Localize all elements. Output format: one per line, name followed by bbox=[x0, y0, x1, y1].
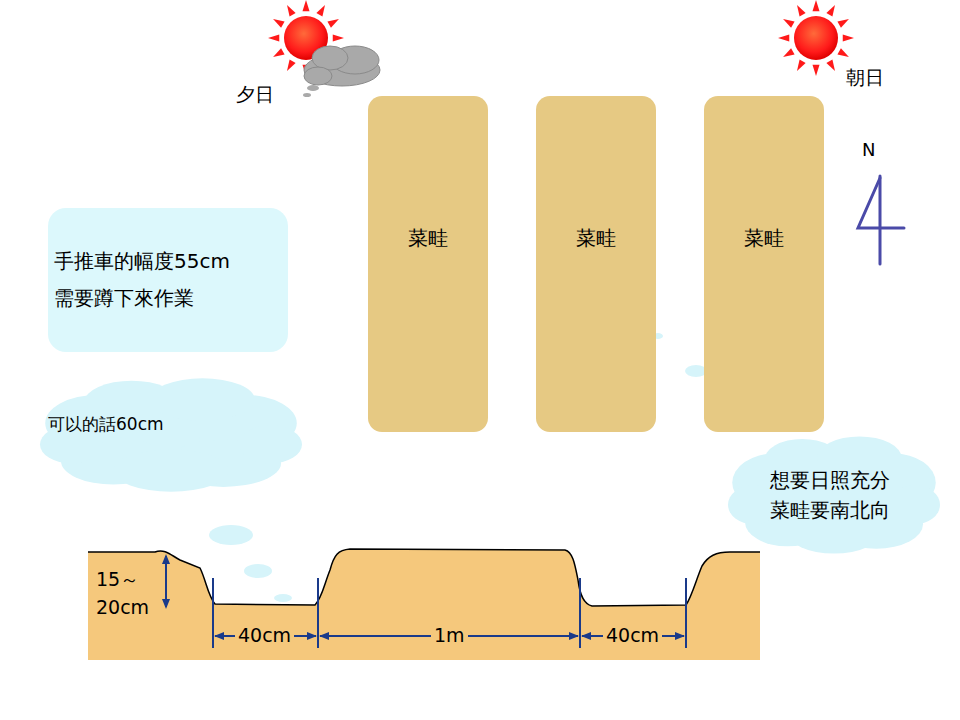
sun-ray bbox=[826, 59, 835, 70]
sun-ray bbox=[268, 34, 279, 41]
dimension-lines bbox=[166, 556, 686, 648]
north-label: N bbox=[862, 140, 875, 161]
morning-sun bbox=[778, 0, 854, 76]
note-box: 手推車的幅度55cm需要蹲下來作業 bbox=[48, 208, 288, 352]
thought-cloud: 想要日照充分 菜畦要南北向 bbox=[728, 434, 940, 556]
thought-cloud: 可以的話60cm bbox=[40, 376, 302, 494]
sun-label: 朝日 bbox=[846, 67, 884, 89]
sun-ray bbox=[783, 19, 794, 28]
node-text: 菜畦 bbox=[408, 224, 448, 252]
sun-ray bbox=[843, 34, 854, 41]
cloud-shape bbox=[40, 376, 302, 494]
sun-ray bbox=[316, 5, 325, 16]
node-text: 需要蹲下來作業 bbox=[54, 280, 194, 317]
sun-ray bbox=[327, 19, 338, 28]
node-text: 菜畦 bbox=[744, 224, 784, 252]
sun-ray bbox=[287, 59, 296, 70]
sun-ray bbox=[273, 19, 284, 28]
sun-ray bbox=[273, 48, 284, 57]
sun-ray bbox=[812, 0, 819, 11]
sun-ray bbox=[333, 34, 344, 41]
garden-bed: 菜畦 bbox=[368, 96, 488, 432]
sun-ray bbox=[778, 34, 789, 41]
dimension-label: 40cm bbox=[603, 625, 662, 647]
cloud-shape bbox=[728, 434, 940, 556]
soil-outline bbox=[88, 549, 760, 606]
sun-ray bbox=[797, 59, 806, 70]
soil-cross-section bbox=[88, 549, 760, 660]
sun-ray bbox=[826, 5, 835, 16]
cloud-puff bbox=[307, 85, 319, 91]
sun-ray bbox=[812, 65, 819, 76]
sun-ray bbox=[287, 5, 296, 16]
sun-ray bbox=[797, 5, 806, 16]
node-text: 想要日照充分 菜畦要南北向 bbox=[770, 465, 898, 525]
dimension-label: 1m bbox=[431, 625, 468, 647]
grey-cloud bbox=[304, 46, 380, 86]
garden-bed: 菜畦 bbox=[704, 96, 824, 432]
sun-ray bbox=[837, 48, 848, 57]
sun-ray bbox=[302, 0, 309, 11]
sun-ray bbox=[837, 19, 848, 28]
cloud-puff bbox=[303, 93, 311, 97]
node-text: 手推車的幅度55cm bbox=[54, 243, 230, 280]
sun-label: 夕日 bbox=[236, 84, 274, 106]
dimension-label: 40cm bbox=[235, 625, 294, 647]
north-arrow bbox=[858, 176, 904, 264]
garden-bed: 菜畦 bbox=[536, 96, 656, 432]
sun-ray bbox=[783, 48, 794, 57]
sun-disc bbox=[794, 16, 838, 60]
node-text: 菜畦 bbox=[576, 224, 616, 252]
dimension-label: 15～ 20cm bbox=[96, 566, 154, 621]
node-text: 可以的話60cm bbox=[48, 413, 164, 437]
